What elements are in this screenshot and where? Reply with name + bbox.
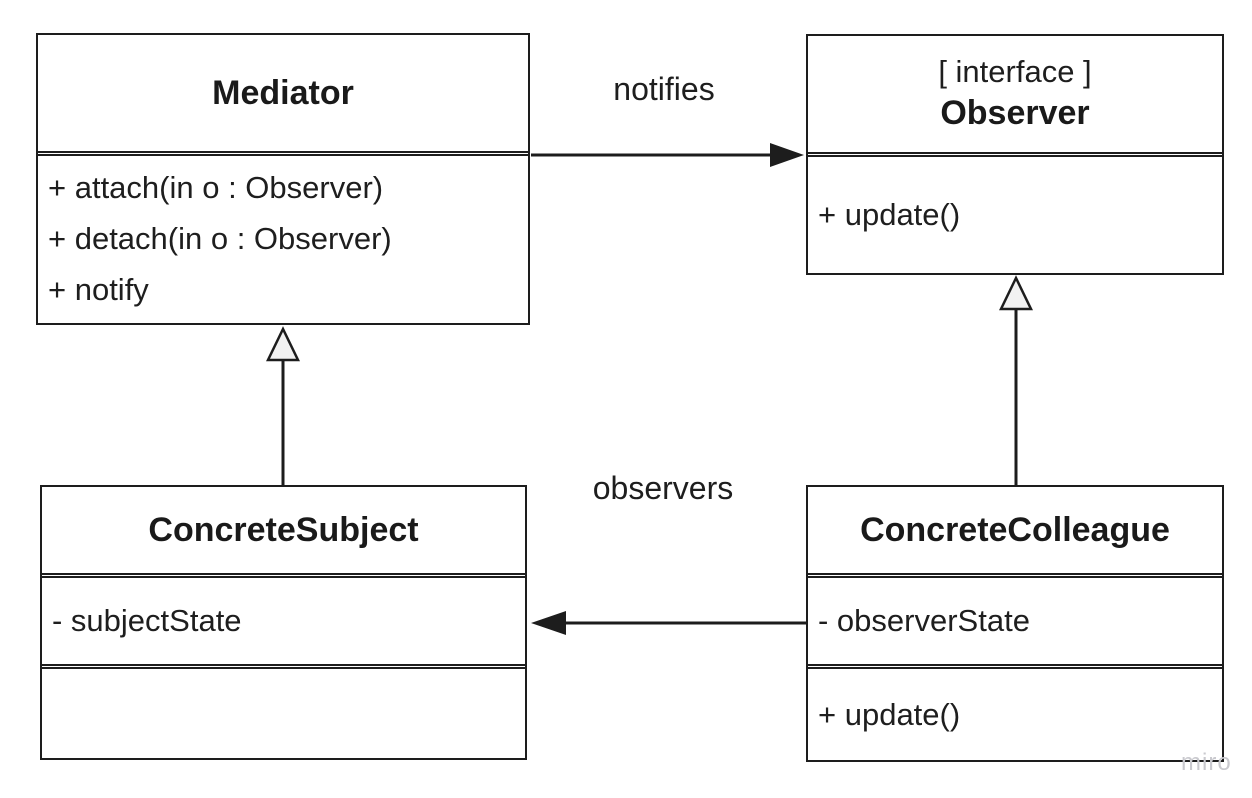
class-box-concrete-subject[interactable]: ConcreteSubject - subjectState	[40, 485, 527, 760]
compartment-divider	[808, 152, 1222, 157]
methods-compartment-concrete-colleague: + update()	[808, 669, 1222, 760]
attributes-compartment-concrete-colleague: - observerState	[808, 578, 1222, 664]
method-update-colleague: + update()	[818, 696, 961, 732]
edge-generalization-colleague-observer[interactable]	[999, 275, 1033, 486]
method-detach: + detach(in o : Observer)	[48, 221, 392, 256]
class-title-mediator: Mediator	[212, 73, 354, 112]
class-title-observer: Observer	[940, 94, 1090, 133]
miro-watermark: miro	[1181, 749, 1232, 776]
attribute-observer-state: - observerState	[818, 603, 1030, 638]
hollow-triangle-arrowhead-icon	[266, 326, 300, 362]
method-notify: + notify	[48, 272, 149, 307]
filled-arrowhead-left-icon	[531, 611, 566, 635]
method-attach: + attach(in o : Observer)	[48, 170, 384, 205]
methods-compartment-observer: + update()	[808, 157, 1222, 273]
hollow-triangle-arrowhead-icon	[999, 275, 1033, 311]
edge-notifies-association[interactable]	[531, 143, 804, 167]
attributes-compartment-concrete-subject: - subjectState	[42, 578, 525, 664]
compartment-divider	[808, 664, 1222, 669]
filled-arrowhead-right-icon	[770, 143, 804, 167]
class-title-concrete-colleague: ConcreteColleague	[860, 510, 1170, 549]
compartment-divider	[42, 664, 525, 669]
attribute-subject-state: - subjectState	[52, 603, 242, 638]
class-header-mediator: Mediator	[38, 35, 528, 151]
edge-observers-association[interactable]	[531, 611, 806, 635]
compartment-divider	[808, 573, 1222, 578]
compartment-divider	[42, 573, 525, 578]
class-header-concrete-subject: ConcreteSubject	[42, 487, 525, 573]
edge-label-notifies[interactable]: notifies	[613, 71, 715, 107]
class-box-observer[interactable]: [ interface ] Observer + update()	[806, 34, 1224, 275]
compartment-divider	[38, 151, 528, 156]
class-box-concrete-colleague[interactable]: ConcreteColleague - observerState + upda…	[806, 485, 1224, 762]
class-header-observer: [ interface ] Observer	[808, 36, 1222, 152]
class-box-mediator[interactable]: Mediator + attach(in o : Observer) + det…	[36, 33, 530, 325]
methods-compartment-mediator: + attach(in o : Observer) + detach(in o …	[38, 156, 528, 323]
class-title-concrete-subject: ConcreteSubject	[148, 510, 419, 549]
method-update: + update()	[818, 197, 961, 232]
stereotype-interface: [ interface ]	[938, 54, 1092, 90]
edge-generalization-subject-mediator[interactable]	[266, 326, 300, 486]
class-header-concrete-colleague: ConcreteColleague	[808, 487, 1222, 573]
edge-label-observers[interactable]: observers	[592, 470, 734, 506]
